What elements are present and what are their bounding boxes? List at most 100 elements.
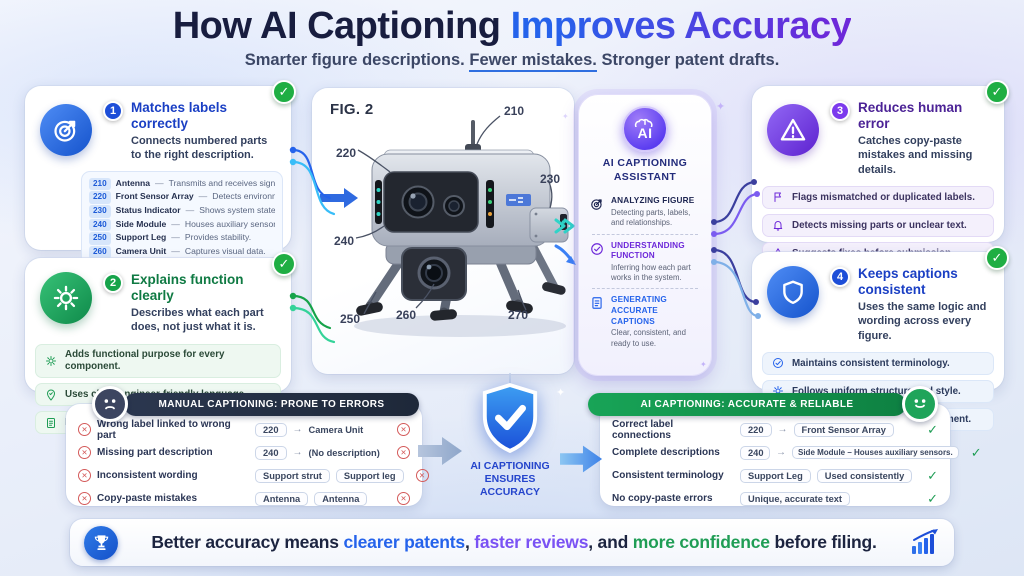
- check-badge-icon: ✓: [985, 246, 1009, 270]
- part-number: 260: [89, 246, 111, 259]
- trophy-icon: [84, 525, 118, 560]
- panel-title: Matches labels correctly: [131, 100, 228, 131]
- part-number: 220: [89, 191, 111, 205]
- subtitle: Smarter figure descriptions. Fewer mista…: [0, 50, 1024, 72]
- error-x-icon: ✕: [397, 446, 410, 459]
- error-x-icon: ✕: [78, 446, 91, 459]
- error-x-icon: ✕: [78, 423, 91, 436]
- error-x-icon: ✕: [78, 492, 91, 505]
- callout-270: 270: [508, 308, 529, 322]
- gear-icon: [46, 355, 56, 366]
- check-icon: ✓: [927, 490, 938, 506]
- shield-icon: [767, 266, 819, 318]
- feature-row: Flags mismatched or duplicated labels.: [762, 185, 994, 209]
- patent-figure-panel: FIG. 2 210 220 230 240 250 260 270: [312, 88, 576, 374]
- panel-title: Explains function clearly: [131, 272, 244, 303]
- ai-assistant-panel: AI AI CAPTIONING ASSISTANT ANALYZING FIG…: [578, 94, 712, 376]
- smiley-face-icon: [902, 386, 938, 422]
- callout-210: 210: [504, 104, 525, 118]
- arrow-icon: →: [292, 447, 303, 458]
- check-badge-icon: ✓: [985, 80, 1009, 104]
- part-number: 250: [89, 232, 111, 246]
- flag-icon: [774, 192, 781, 203]
- panel-matches-labels: ✓ 1 Matches labels correctly Connects nu…: [25, 80, 296, 279]
- panel-consistency: ✓ 4 Keeps captions consistent Uses the s…: [752, 246, 1009, 431]
- error-x-icon: ✕: [78, 469, 91, 482]
- step-number-badge: 2: [103, 273, 123, 293]
- check-icon: ✓: [927, 421, 938, 437]
- feature-row: Detects missing parts or unclear text.: [762, 213, 994, 237]
- panel-desc: Catches copy-paste mistakes and missing …: [858, 135, 973, 176]
- sparkle-icon: ✦: [556, 387, 566, 399]
- part-number: 240: [89, 218, 111, 232]
- step-number-badge: 1: [103, 101, 123, 121]
- callout-220: 220: [336, 146, 357, 160]
- check-icon: ✓: [970, 444, 982, 460]
- accuracy-shield: AI CAPTIONING ENSURES ACCURACY: [452, 383, 568, 498]
- arrow-icon: →: [292, 424, 303, 435]
- callout-240: 240: [334, 234, 355, 248]
- shield-caption: AI CAPTIONING ENSURES ACCURACY: [470, 460, 550, 498]
- step-number-badge: 4: [830, 267, 850, 287]
- warning-triangle-icon: [767, 104, 819, 156]
- flow-arrow-left: [418, 437, 462, 465]
- check-circle-icon: [591, 242, 603, 255]
- header: How AI Captioning Improves Accuracy Smar…: [0, 5, 1024, 72]
- callout-250: 250: [340, 312, 361, 326]
- title-dark: How AI Captioning: [172, 5, 501, 47]
- error-x-icon: ✕: [397, 492, 410, 505]
- assistant-title: AI CAPTIONING ASSISTANT: [602, 157, 688, 183]
- callout-260: 260: [396, 308, 417, 322]
- feature-row: Adds functional purpose for every compon…: [35, 343, 281, 379]
- title-accent: Improves Accuracy: [510, 5, 852, 47]
- flow-arrow-right: [560, 445, 603, 473]
- sad-face-icon: [92, 386, 128, 422]
- page-title: How AI Captioning Improves Accuracy: [0, 5, 1024, 48]
- sparkle-icon: ✦: [716, 101, 726, 113]
- panel-title: Keeps captions consistent: [858, 266, 958, 297]
- target-icon: [591, 199, 602, 211]
- check-badge-icon: ✓: [272, 252, 296, 276]
- manual-table-header: MANUAL CAPTIONING: PRONE TO ERRORS: [124, 393, 419, 416]
- panel-explains-function: ✓ 2 Explains function clearly Describes …: [25, 252, 296, 435]
- error-x-icon: ✕: [397, 423, 410, 436]
- pin-check-icon: [47, 389, 55, 401]
- check-badge-icon: ✓: [272, 80, 296, 104]
- robot-figure-illustration: [320, 115, 576, 337]
- part-number: 210: [89, 177, 111, 191]
- footer-banner: Better accuracy means clearer patents, f…: [70, 519, 954, 566]
- ai-captioning-table: AI CAPTIONING: ACCURATE & RELIABLE Corre…: [588, 386, 982, 506]
- manual-captioning-table: MANUAL CAPTIONING: PRONE TO ERRORS ✕Wron…: [66, 386, 429, 506]
- part-number: 230: [89, 205, 111, 218]
- brain-icon: [634, 118, 653, 127]
- panel-desc: Connects numbered parts to the right des…: [131, 135, 268, 162]
- panel-desc: Describes what each part does, not just …: [131, 307, 264, 334]
- sparkle-icon: ✦: [700, 360, 707, 369]
- document-icon: [47, 417, 55, 428]
- gear-icon: [40, 272, 92, 324]
- arrow-icon: →: [776, 447, 786, 458]
- figure-label: FIG. 2: [330, 101, 374, 118]
- footer-text: Better accuracy means clearer patents, f…: [151, 532, 877, 552]
- target-icon: [40, 104, 92, 156]
- check-icon: ✓: [927, 467, 938, 483]
- subtitle-underlined: Fewer mistakes.: [469, 50, 597, 72]
- callout-230: 230: [540, 172, 561, 186]
- panel-reduces-error: ✓ 3 Reduces human error Catches copy-pas…: [752, 80, 1009, 265]
- panel-title: Reduces human error: [858, 100, 963, 131]
- ai-brain-icon: AI: [622, 106, 668, 152]
- error-x-icon: ✕: [415, 469, 429, 482]
